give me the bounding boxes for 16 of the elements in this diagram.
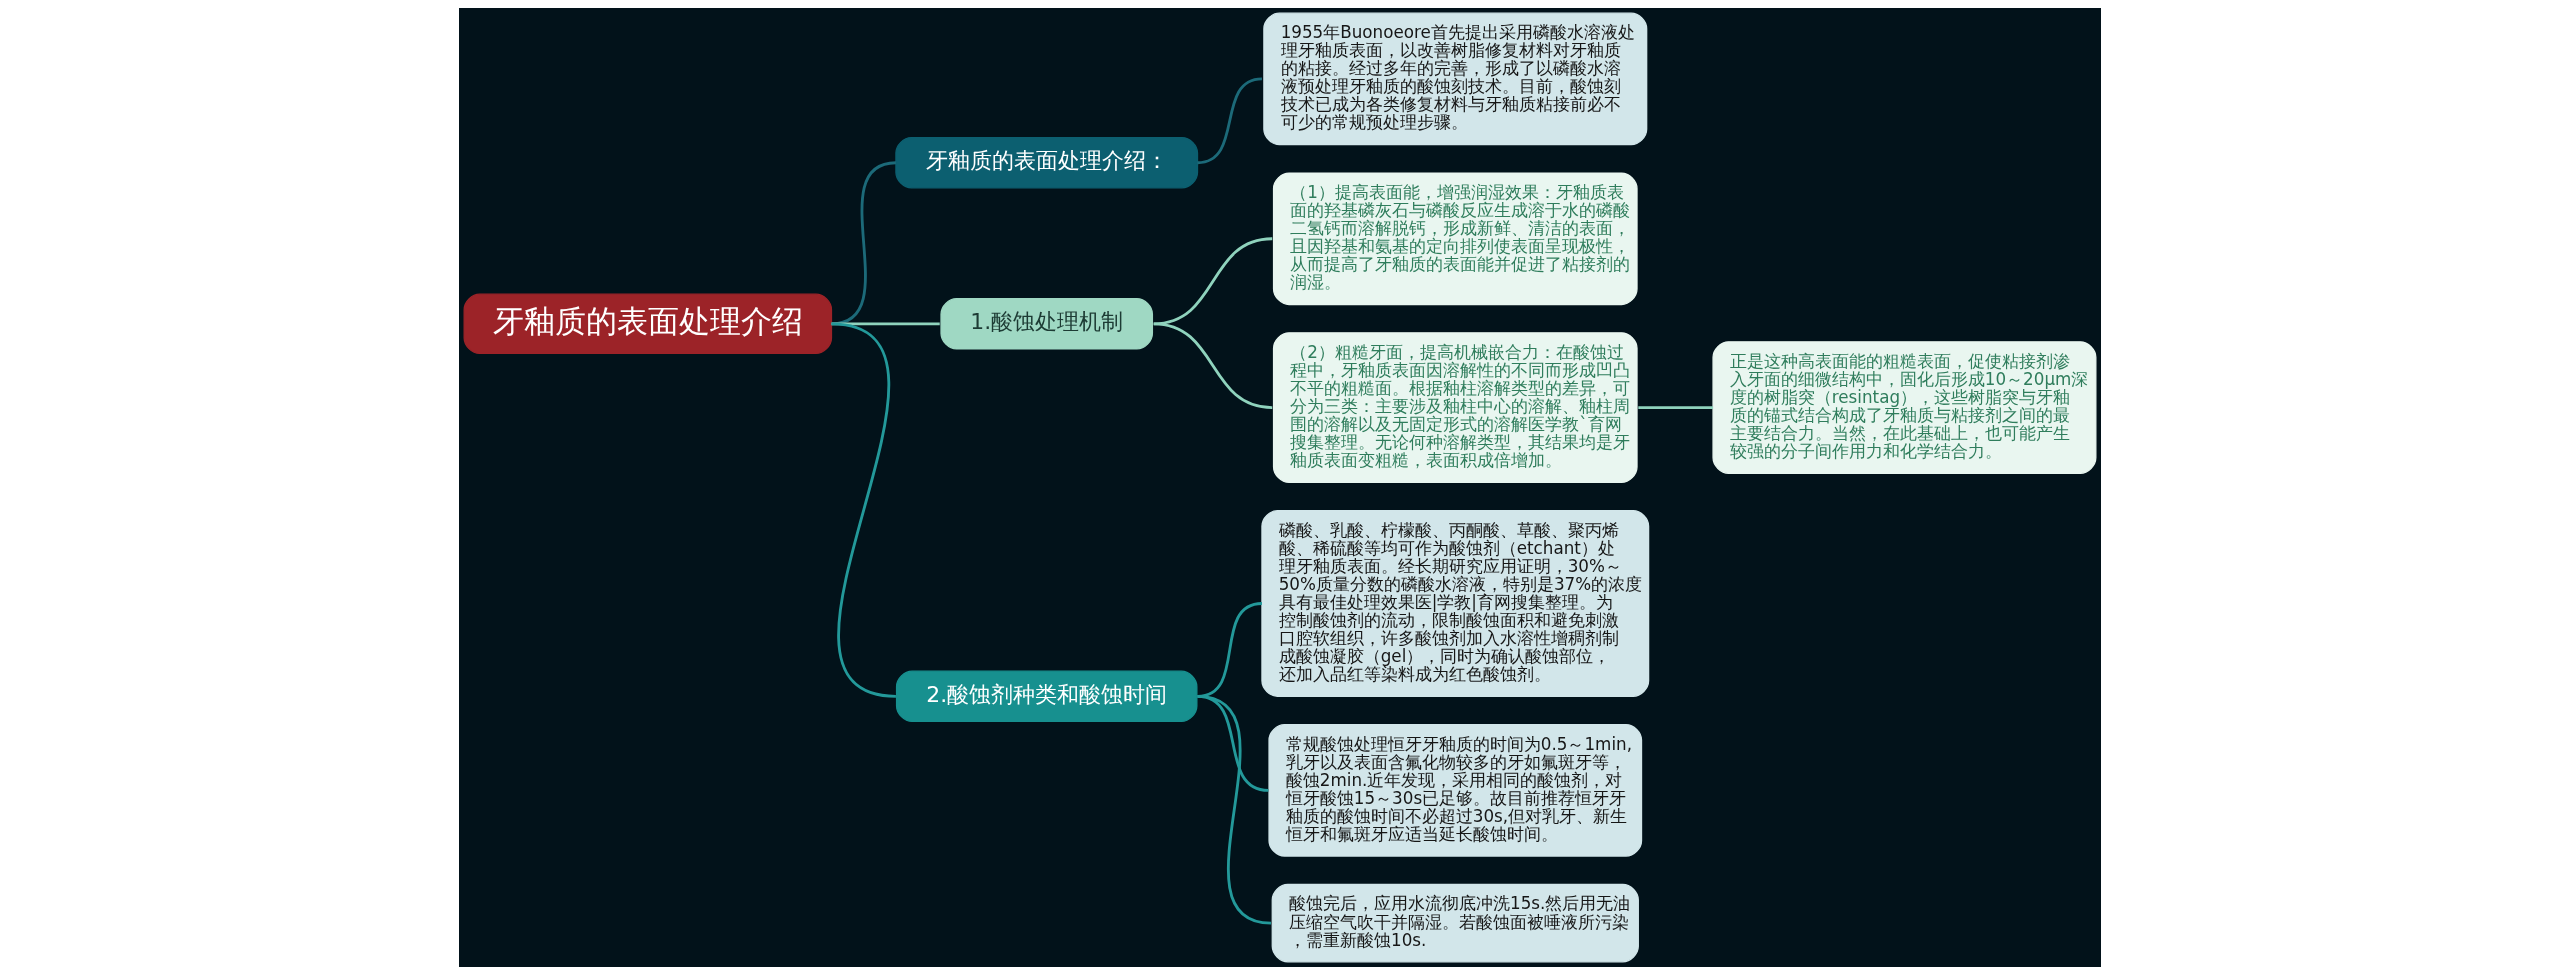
node-box: （1）提高表面能，增强润湿效果：牙釉质表面的羟基磷灰石与磷酸反应生成溶于水的磷酸二氢钙而溶解脱钙，形成新鲜、清洁的表面，且因羟基和氨基的定向排列使表面呈现极性，从而提高了牙釉质的表面能并促进了粘接剂的润湿。 — [1272, 172, 1638, 306]
node-box: 磷酸、乳酸、柠檬酸、丙酮酸、草酸、聚丙烯酸、稀硫酸等均可作为酸蚀剂（etchant）处理牙釉质表面。经长期研究应用证明，30%～50%质量分数的磷酸水溶液，特别是37%的浓度具有最佳处理效果医|学教|育网搜集整理。为控制酸蚀剂的流动，限制酸蚀面积和避免刺激口腔软组织，许多酸蚀剂加入水溶性增稠剂制成酸蚀凝胶（gel），同时为确认酸蚀部位，还加入品红等染料成为红色酸蚀剂。 — [1261, 510, 1650, 697]
node-box: 1.酸蚀处理机制 — [940, 298, 1154, 350]
node-box: 酸蚀完后，应用水流彻底冲洗15s.然后用无油压缩空气吹干并隔湿。若酸蚀面被唾液所污染，需重新酸蚀10s. — [1271, 883, 1639, 963]
node-box: 1955年Buonoeore首先提出采用磷酸水溶液处理牙釉质表面，以改善树脂修复材料对牙釉质的粘接。经过多年的完善，形成了以磷酸水溶液预处理牙釉质的酸蚀刻技术。目前，酸蚀刻技术已成为各类修复材料与牙釉质粘接前必不可少的常规预处理步骤。 — [1263, 12, 1648, 146]
node-box: 正是这种高表面能的粗糙表面，促使粘接剂渗入牙面的细微结构中，固化后形成10～20μm深度的树脂突（resintag），这些树脂突与牙釉质的锚式结合构成了牙釉质与粘接剂之间的最主要结合力。当然，在此基础上，也可能产生较强的分子间作用力和化学结合力。 — [1712, 341, 2097, 474]
node-box: 常规酸蚀处理恒牙牙釉质的时间为0.5～1min,乳牙以及表面含氟化物较多的牙如氟斑牙等，酸蚀2min.近年发现，采用相同的酸蚀剂，对恒牙酸蚀15～30s已足够。故目前推荐恒牙牙釉质的酸蚀时间不必超过30s,但对乳牙、新生恒牙和氟斑牙应适当延长酸蚀时间。 — [1268, 724, 1643, 857]
node-box: 2.酸蚀剂种类和酸蚀时间 — [895, 670, 1198, 723]
node-box: （2）粗糙牙面，提高机械嵌合力：在酸蚀过程中，牙釉质表面因溶解性的不同而形成凹凸不平的粗糙面。根据釉柱溶解类型的差异，可分为三类：主要涉及釉柱中心的溶解、釉柱周围的溶解以及无固定形式的溶解医学教`育网搜集整理。无论何种溶解类型，其结果均是牙釉质表面变粗糙，表面积成倍增加。 — [1272, 332, 1638, 483]
connector — [1197, 77, 1263, 165]
node-box: 牙釉质的表面处理介绍 — [463, 293, 833, 355]
connector — [1197, 694, 1272, 925]
connector — [1153, 322, 1273, 409]
connector — [1638, 406, 1714, 409]
node-box: 牙釉质的表面处理介绍： — [895, 136, 1199, 189]
connector — [831, 322, 897, 698]
